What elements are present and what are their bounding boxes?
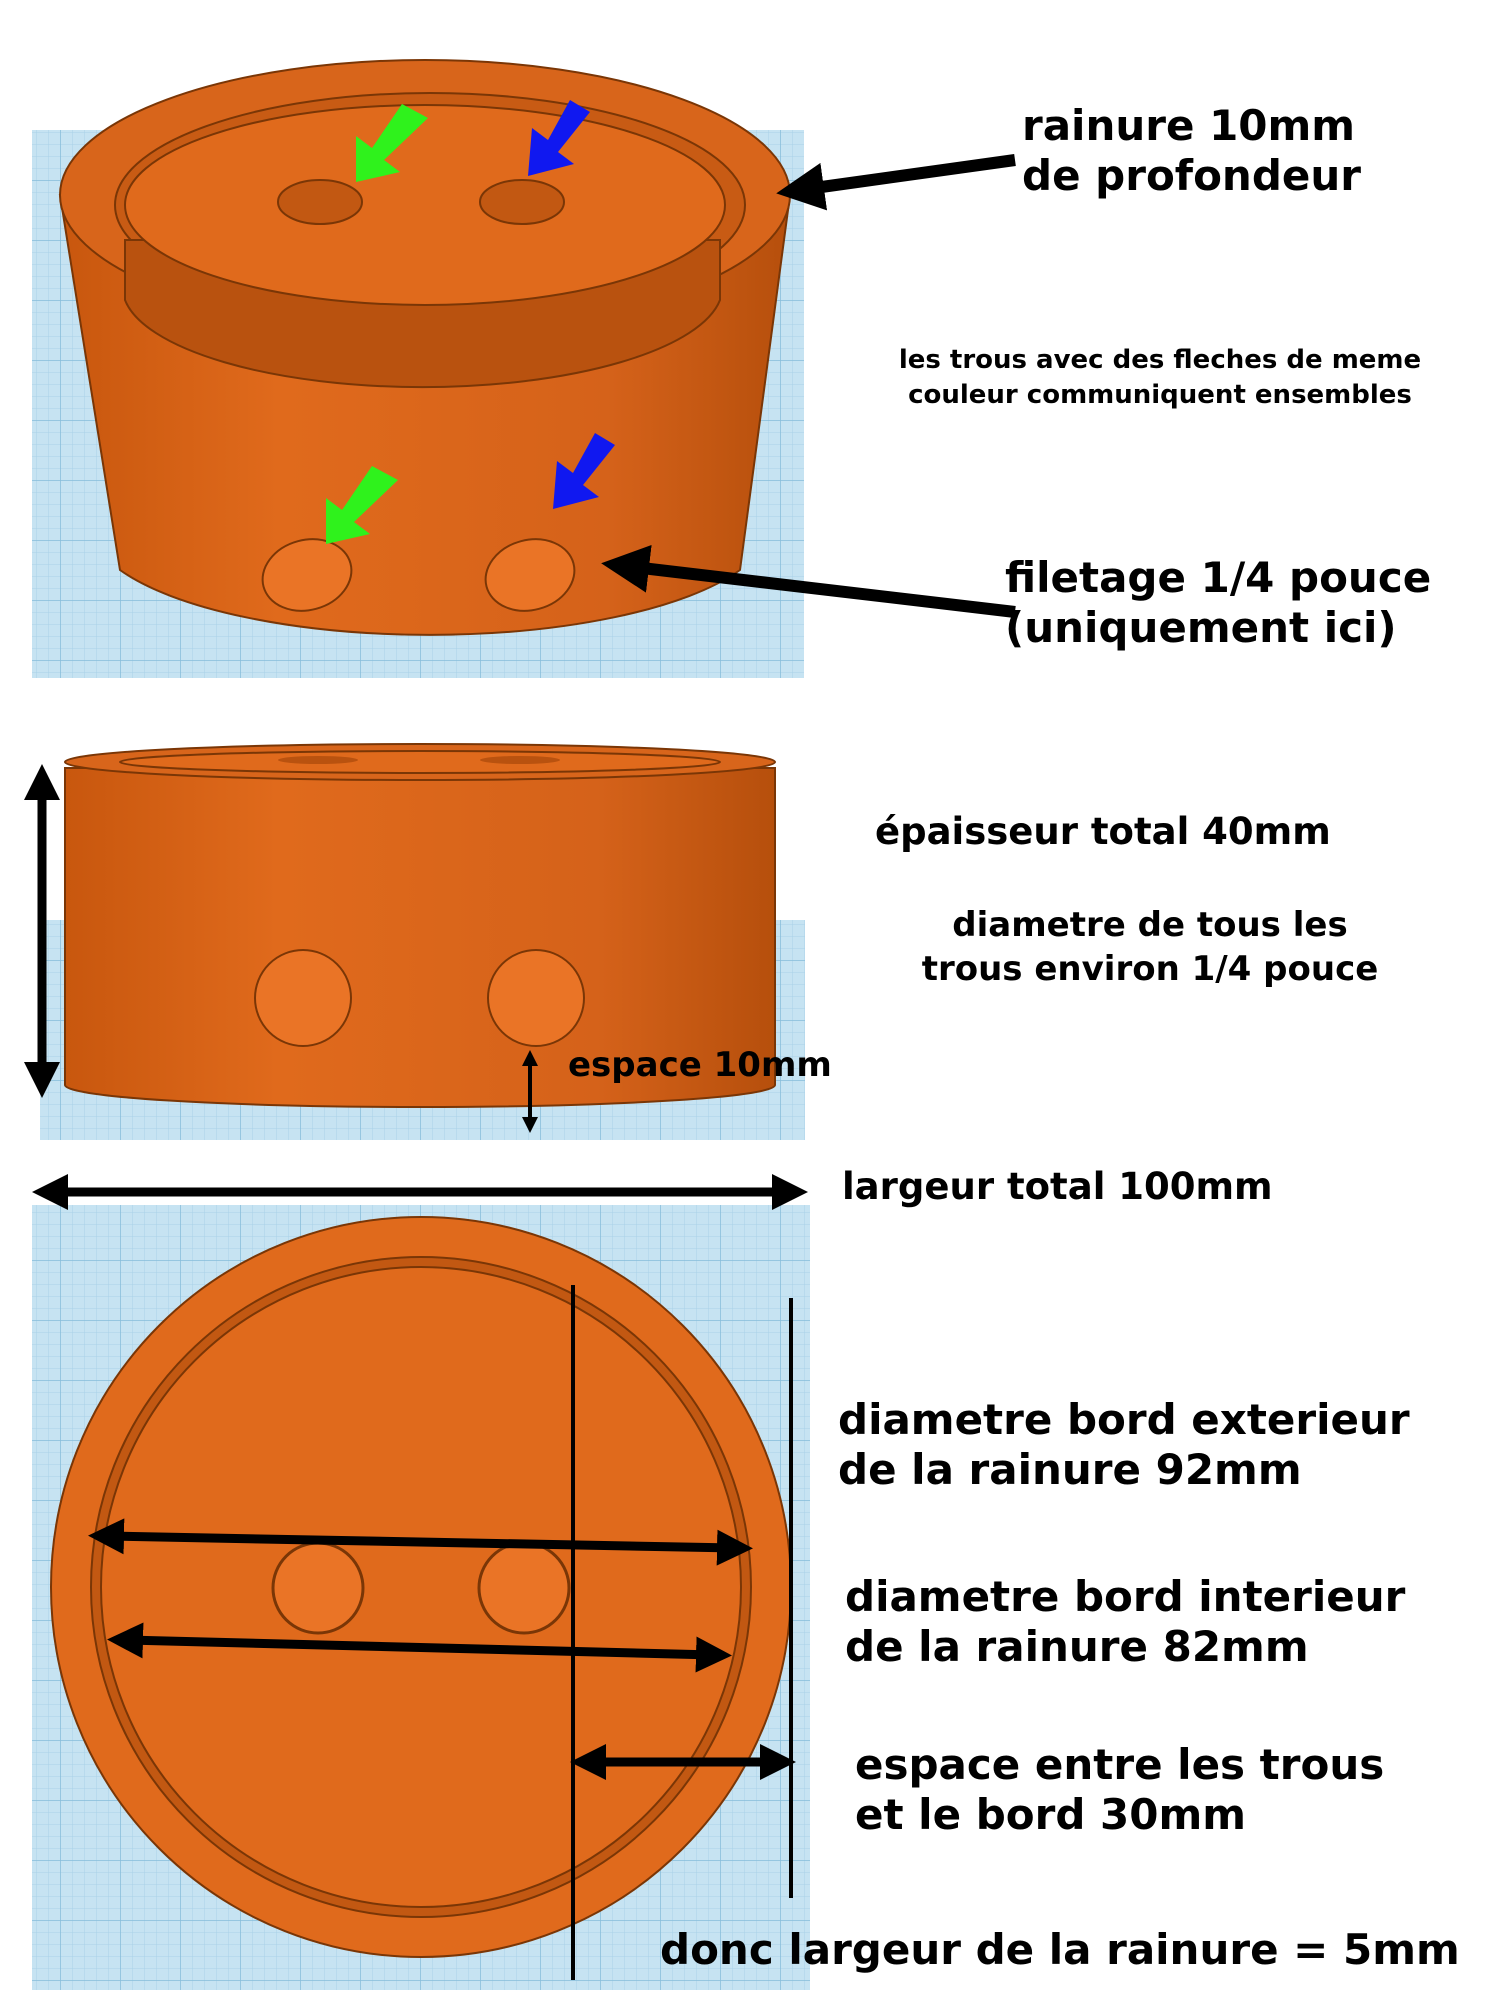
top-hole-left	[277, 179, 363, 225]
side-view	[24, 725, 805, 1140]
inner-diameter-label: diametre bord interieur de la rainure 82…	[845, 1572, 1406, 1672]
thread-label: filetage 1/4 pouce (uniquement ici)	[1005, 553, 1432, 653]
spacing-label: espace 10mm	[568, 1045, 832, 1085]
green-arrow-icon	[326, 104, 428, 544]
blue-arrow-icon	[528, 100, 615, 509]
groove-arrow-icon	[776, 154, 1016, 211]
top-hole-left	[271, 1541, 365, 1635]
perspective-view	[32, 28, 1016, 678]
hole-diameter-label: diametre de tous les trous environ 1/4 p…	[921, 905, 1379, 990]
side-hole-right	[484, 538, 576, 612]
thickness-label: épaisseur total 40mm	[875, 810, 1331, 853]
top-hole-right	[479, 179, 565, 225]
side-hole-left	[254, 949, 352, 1047]
groove-depth-label: rainure 10mm de profondeur	[1022, 101, 1361, 201]
top-hole-right	[477, 1541, 571, 1635]
inner-diameter-arrow-icon	[107, 1622, 732, 1673]
total-width-label: largeur total 100mm	[842, 1165, 1273, 1208]
color-note-label: les trous avec des fleches de meme coule…	[898, 345, 1422, 411]
side-hole-right	[487, 949, 585, 1047]
groove-width-label: donc largeur de la rainure = 5mm	[660, 1925, 1460, 1974]
thread-arrow-icon	[601, 544, 1016, 618]
top-view	[32, 1174, 810, 1990]
outer-diameter-arrow-icon	[88, 1518, 753, 1566]
edge-space-label: espace entre les trous et le bord 30mm	[855, 1740, 1385, 1840]
outer-diameter-label: diametre bord exterieur de la rainure 92…	[838, 1395, 1410, 1495]
side-hole-left	[261, 538, 353, 612]
